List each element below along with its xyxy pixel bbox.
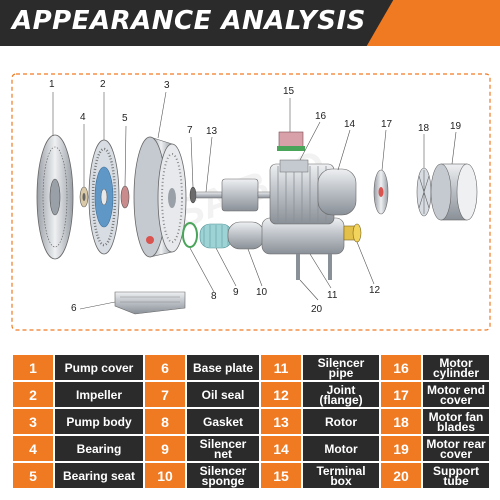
part-label: Motor	[303, 436, 379, 461]
callout-10: 10	[256, 287, 268, 298]
part-label: Terminal box	[303, 463, 379, 488]
part-number: 17	[381, 382, 421, 407]
callout-16: 16	[315, 111, 327, 122]
part-oil-seal	[189, 186, 197, 204]
part-joint-flange	[343, 223, 362, 243]
part-bearing	[79, 186, 89, 208]
exploded-view-drawing: SAIBAO	[11, 73, 491, 331]
part-number: 6	[145, 355, 185, 380]
part-label: Silencer net	[187, 436, 259, 461]
part-label: Bearing	[55, 436, 143, 461]
leader-lines	[52, 91, 457, 310]
part-number: 10	[145, 463, 185, 488]
part-number: 3	[13, 409, 53, 434]
callout-17: 17	[381, 119, 393, 130]
part-pump-cover	[36, 134, 74, 260]
header-banner: APPEARANCE ANALYSIS	[0, 0, 500, 46]
callout-12: 12	[369, 285, 381, 296]
callout-11: 11	[327, 290, 338, 301]
part-motor-fan-blades	[416, 167, 432, 217]
part-motor-cylinder	[279, 159, 309, 173]
part-number: 13	[261, 409, 301, 434]
callout-14: 14	[344, 119, 356, 130]
callout-3: 3	[164, 80, 170, 91]
part-silencer-net	[199, 223, 233, 249]
part-number: 2	[13, 382, 53, 407]
part-label: Base plate	[187, 355, 259, 380]
dashed-frame	[11, 73, 491, 331]
parts-table: 1 Pump cover 2 Impeller 3 Pump body 4 Be…	[13, 353, 489, 490]
part-rotor	[195, 178, 273, 212]
part-number: 20	[381, 463, 421, 488]
part-motor-end-cover	[373, 169, 389, 215]
callout-7: 7	[187, 125, 193, 136]
callout-2: 2	[100, 79, 106, 90]
part-number: 1	[13, 355, 53, 380]
part-base-plate	[114, 291, 186, 315]
part-label: Bearing seat	[55, 463, 143, 488]
callout-1: 1	[49, 79, 55, 90]
callout-6: 6	[71, 303, 77, 314]
exploded-diagram: SAIBAO	[0, 52, 500, 342]
part-number: 12	[261, 382, 301, 407]
callout-8: 8	[211, 291, 217, 302]
part-number: 9	[145, 436, 185, 461]
part-silencer-sponge	[227, 221, 265, 250]
part-number: 5	[13, 463, 53, 488]
part-number: 14	[261, 436, 301, 461]
part-number: 15	[261, 463, 301, 488]
callout-15: 15	[283, 86, 295, 97]
part-label: Joint (flange)	[303, 382, 379, 407]
part-number: 18	[381, 409, 421, 434]
part-number: 11	[261, 355, 301, 380]
part-label: Gasket	[187, 409, 259, 434]
callout-13: 13	[206, 126, 218, 137]
page-title: APPEARANCE ANALYSIS	[12, 6, 366, 36]
callout-20: 20	[311, 304, 323, 315]
callout-19: 19	[450, 121, 462, 132]
part-label: Motor cylinder	[423, 355, 489, 380]
part-motor-rear-cover	[430, 163, 478, 221]
part-label: Rotor	[303, 409, 379, 434]
callout-5: 5	[122, 113, 128, 124]
part-number: 8	[145, 409, 185, 434]
part-label: Motor fan blades	[423, 409, 489, 434]
part-label: Oil seal	[187, 382, 259, 407]
part-support-tube	[296, 254, 332, 280]
part-terminal-box	[277, 131, 305, 151]
part-number: 16	[381, 355, 421, 380]
part-number: 7	[145, 382, 185, 407]
part-motor	[269, 163, 357, 225]
part-label: Motor end cover	[423, 382, 489, 407]
part-label: Pump body	[55, 409, 143, 434]
callout-9: 9	[233, 287, 239, 298]
part-number: 19	[381, 436, 421, 461]
part-label: Silencer pipe	[303, 355, 379, 380]
part-pump-body	[133, 136, 187, 258]
callout-4: 4	[80, 112, 86, 123]
part-label: Pump cover	[55, 355, 143, 380]
part-bearing-seat	[120, 185, 130, 209]
part-label: Support tube	[423, 463, 489, 488]
callout-18: 18	[418, 123, 430, 134]
part-impeller	[88, 139, 120, 255]
part-label: Impeller	[55, 382, 143, 407]
part-gasket	[182, 222, 198, 248]
part-label: Silencer sponge	[187, 463, 259, 488]
part-label: Motor rear cover	[423, 436, 489, 461]
part-number: 4	[13, 436, 53, 461]
header-accent-stripe	[366, 0, 500, 46]
